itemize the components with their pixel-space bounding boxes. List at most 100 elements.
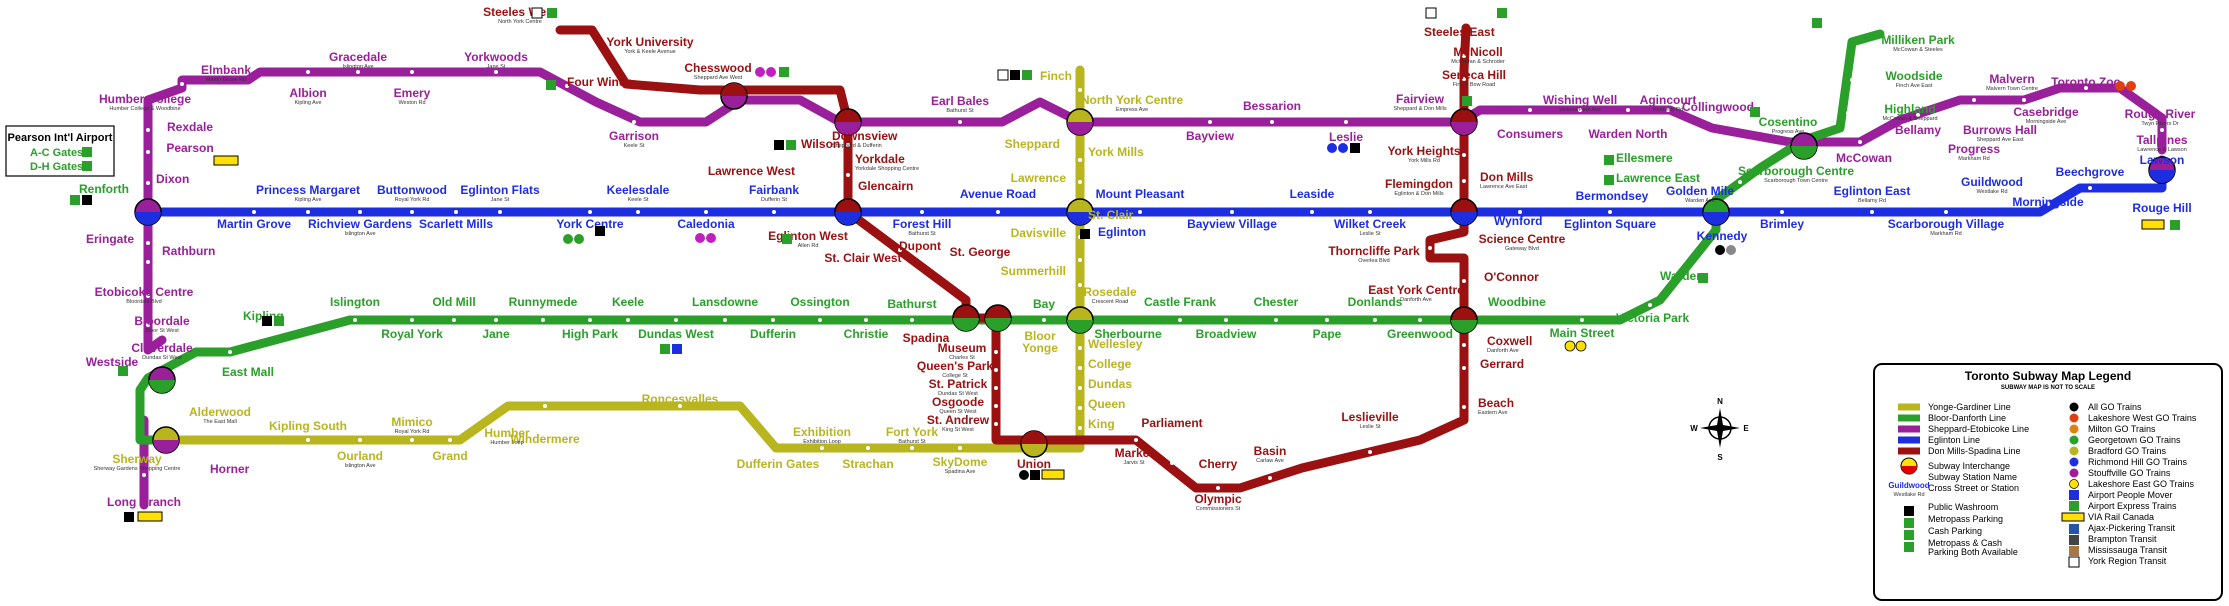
station-label-parliament: Parliament: [1141, 416, 1202, 430]
station-dot: [588, 318, 592, 322]
station-street-golden-mile: Warden Ave: [1685, 198, 1715, 204]
map-legend: Toronto Subway Map Legend SUBWAY MAP IS …: [1873, 363, 2223, 601]
legend-left-item: Parking Both Available: [1928, 547, 2018, 557]
station-dot: [142, 473, 146, 477]
station-dot: [1078, 180, 1082, 184]
station-street-wilket-creek: Leslie St: [1359, 231, 1381, 237]
station-label-keele: Keele: [612, 295, 644, 309]
pearson-airport-box: Pearson Int'l Airport A-C Gates D-H Gate…: [5, 125, 115, 177]
parking-icon: [782, 234, 792, 244]
airport-express-icon: [82, 147, 92, 157]
via-rail-icon: [2141, 219, 2165, 230]
legend-left-item: Cross Street or Station: [1928, 483, 2019, 493]
station-street-buttonwood: Royal York Rd: [395, 197, 430, 203]
go-train-icon: [1019, 470, 1029, 480]
interchange-cloverdale: [148, 366, 176, 394]
station-dot: [358, 438, 362, 442]
station-dot: [1688, 274, 1692, 278]
legend-left-item: Metropass Parking: [1928, 514, 2003, 524]
station-label-dufferin: Dufferin: [750, 327, 796, 341]
station-street-flemingdon: Eglinton & Don Mills: [1394, 191, 1443, 197]
station-street-princess-margaret: Kipling Ave: [294, 197, 321, 203]
station-dot: [306, 438, 310, 442]
legend-right-item: York Region Transit: [2088, 556, 2167, 566]
york-region-transit-icon: [1425, 7, 1437, 19]
station-label-victoria-park: Victoria Park: [1616, 311, 1689, 325]
parking-icon: [1750, 107, 1760, 117]
station-street-milliken-park: McCowan & Steeles: [1893, 47, 1943, 53]
station-label-rosedale: Rosedale: [1083, 285, 1137, 299]
station-street-casebridge: Morningside Ave: [2026, 119, 2067, 125]
station-label-bay: Bay: [1033, 297, 1055, 311]
station-label-dufferin-gates: Dufferin Gates: [737, 457, 820, 471]
legend-sample-street: Westlake Rd: [1893, 492, 1924, 498]
go-train-icon: [755, 67, 765, 77]
station-street-scarborough-centre: Scarborough Town Centre: [1764, 178, 1828, 184]
station-dot: [772, 210, 776, 214]
station-street-eglinton-west: Allen Rd: [798, 243, 819, 249]
interchange-union: [1020, 430, 1048, 458]
station-dot: [1850, 78, 1854, 82]
airport-people-mover-icon: [672, 344, 682, 354]
station-dot: [1368, 210, 1372, 214]
station-street-exhibition: Exhibition Loop: [803, 439, 841, 445]
station-label-consumers: Consumers: [1497, 127, 1563, 141]
station-label-golden-mile: Golden Mile: [1666, 184, 1734, 198]
parking-icon: [786, 140, 796, 150]
station-street-guildwood: Westlake Rd: [1976, 189, 2007, 195]
station-label-rouge-river: Rouge River: [2125, 107, 2196, 121]
station-dot: [910, 318, 914, 322]
station-street-earl-bales: Bathurst St: [946, 108, 974, 114]
station-label-high-park: High Park: [562, 327, 618, 341]
legend-left-item: Metropass & Cash: [1928, 538, 2002, 548]
station-label-exhibition: Exhibition: [793, 425, 851, 439]
station-dot: [678, 404, 682, 408]
station-street-museum: Charles St: [949, 355, 975, 361]
station-dot: [146, 150, 150, 154]
station-label-kipling-south: Kipling South: [269, 419, 347, 433]
station-label-eglinton-square: Eglinton Square: [1564, 217, 1656, 231]
york-region-transit-icon: [531, 7, 543, 19]
go-train-icon: [2115, 81, 2125, 91]
station-label-steeles-east: Steeles East: [1424, 25, 1495, 39]
station-dot: [2022, 98, 2026, 102]
station-label-albion: Albion: [289, 86, 326, 100]
station-dot: [1780, 210, 1784, 214]
interchange-cosentino: [1790, 132, 1818, 160]
station-dot: [146, 323, 150, 327]
station-dot: [146, 294, 150, 298]
station-label-east-york-centre: East York Centre: [1368, 283, 1464, 297]
station-label-downsview: Downsview: [832, 129, 898, 143]
interchange-eglinton-west: [834, 198, 862, 226]
station-street-steeles-west: North York Centre: [498, 19, 542, 25]
station-dot: [1578, 108, 1582, 112]
station-street-downsview: Sheppard & Dufferin: [832, 143, 882, 149]
station-dot: [410, 438, 414, 442]
station-label-dundas: Dundas: [1088, 377, 1132, 391]
legend-right-item: Ajax-Pickering Transit: [2088, 523, 2176, 533]
station-label-tallpines: Tallpines: [2136, 133, 2187, 147]
station-street-humber-college: Humber College & Woodbine: [109, 106, 180, 112]
station-label-finch: Finch: [1040, 69, 1072, 83]
station-label-scarlett-mills: Scarlett Mills: [419, 217, 493, 231]
station-dot: [958, 446, 962, 450]
station-dot: [306, 210, 310, 214]
station-dot: [1178, 318, 1182, 322]
station-dot: [2046, 202, 2050, 206]
station-label-warden: Warden: [1660, 269, 1704, 283]
station-street-scarborough-village: Markham Rd: [1930, 231, 1961, 237]
station-label-mimico: Mimico: [391, 415, 432, 429]
station-label-yorkdale: Yorkdale: [855, 152, 905, 166]
station-dot: [996, 210, 1000, 214]
station-dot: [2160, 128, 2164, 132]
station-dot: [410, 318, 414, 322]
legend-left-item: Subway Interchange: [1928, 461, 2010, 471]
station-label-steeles-west: Steeles West: [483, 5, 557, 19]
station-dot: [1138, 210, 1142, 214]
station-dot: [1373, 318, 1377, 322]
station-label-york-centre: York Centre: [556, 217, 623, 231]
station-label-spadina: Spadina: [903, 331, 950, 345]
station-label-oconnor: O'Connor: [1484, 270, 1539, 284]
station-dot: [1078, 88, 1082, 92]
station-label-thorncliffe-park: Thorncliffe Park: [1328, 244, 1420, 258]
